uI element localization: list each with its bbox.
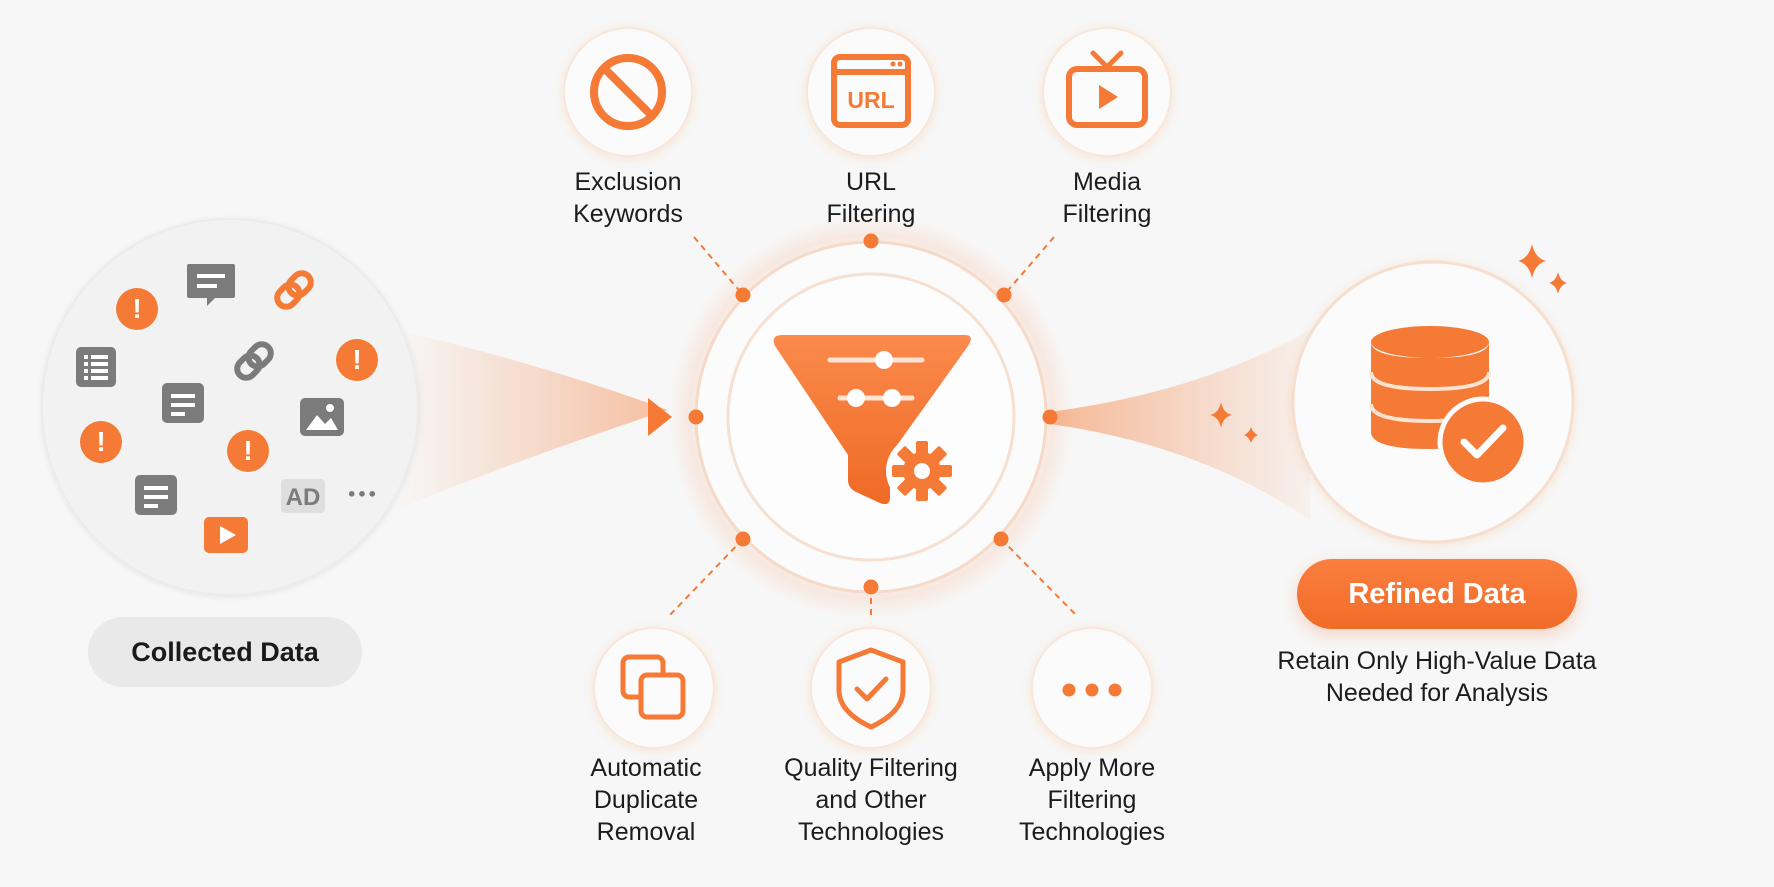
sparkle-icon	[1518, 244, 1546, 278]
link-icon	[234, 341, 274, 381]
alert-icon: !	[116, 288, 158, 330]
filter-funnel-gear-icon	[773, 335, 971, 507]
svg-text:!: !	[96, 426, 105, 457]
link-icon	[274, 270, 314, 310]
alert-icon: !	[336, 339, 378, 381]
svg-text:!: !	[132, 293, 141, 324]
prohibited-icon	[590, 54, 666, 130]
comment-icon	[187, 264, 235, 306]
svg-text:•••: •••	[347, 485, 378, 504]
text-block-icon	[135, 475, 177, 515]
ad-badge-icon: AD	[281, 479, 325, 513]
alert-icon: !	[227, 430, 269, 472]
sparkle-icons	[1210, 244, 1567, 443]
document-icon	[76, 347, 116, 387]
collected-data-label: Collected Data	[88, 617, 362, 687]
filter-links	[667, 236, 1079, 618]
output-node	[1291, 260, 1575, 544]
alert-icon: !	[80, 421, 122, 463]
duplicate-icon	[620, 654, 686, 720]
output-flow-beam	[1050, 330, 1310, 520]
video-play-icon	[204, 517, 248, 553]
sparkle-icon	[1244, 427, 1258, 443]
sparkle-icon	[1210, 402, 1232, 428]
svg-text:!: !	[352, 344, 361, 375]
refined-data-label: Refined Data	[1297, 559, 1577, 629]
text-block-icon	[162, 383, 204, 423]
input-flow-beam	[395, 330, 668, 510]
database-check-icon	[1369, 326, 1529, 488]
tv-play-icon	[1066, 50, 1148, 128]
sparkle-icon	[1549, 272, 1567, 294]
svg-text:AD: AD	[286, 484, 321, 511]
source-items: !!!! AD •••	[76, 264, 378, 553]
url-badge-text: URL	[847, 87, 894, 113]
shield-check-icon	[836, 647, 906, 730]
svg-text:!: !	[243, 435, 252, 466]
more-icon	[1062, 683, 1122, 697]
more-icon: •••	[347, 485, 378, 504]
filter-icons: URL	[563, 27, 1172, 749]
gear-icon	[892, 441, 952, 501]
input-flow-arrow	[648, 398, 672, 436]
url-browser-icon: URL	[831, 54, 911, 128]
image-icon	[300, 398, 344, 436]
